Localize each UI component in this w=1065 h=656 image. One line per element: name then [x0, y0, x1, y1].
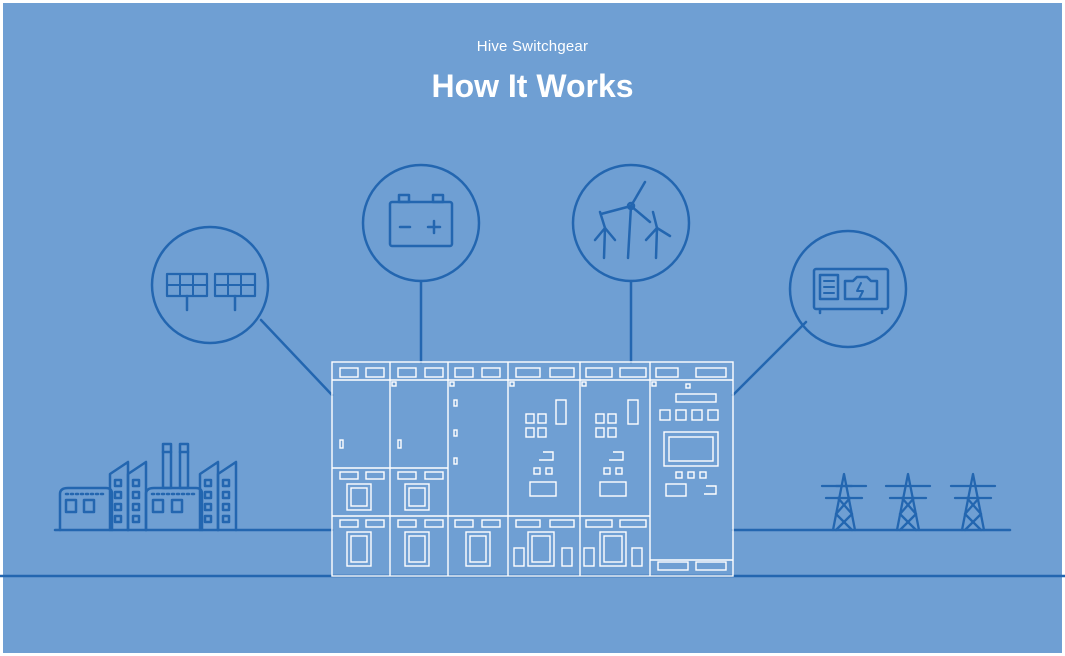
wind-turbines-icon [571, 163, 691, 283]
diagram-title: How It Works [431, 68, 634, 104]
switchgear-cabinet [331, 361, 734, 577]
factory-icon [58, 442, 238, 532]
generator-connector [731, 320, 808, 397]
battery-icon [361, 163, 481, 283]
power-pylons-icon [820, 472, 997, 532]
solar-connector [259, 318, 334, 397]
generator-icon [788, 229, 908, 349]
diagram-subtitle: Hive Switchgear [476, 38, 589, 55]
solar-panels-icon [150, 225, 270, 345]
